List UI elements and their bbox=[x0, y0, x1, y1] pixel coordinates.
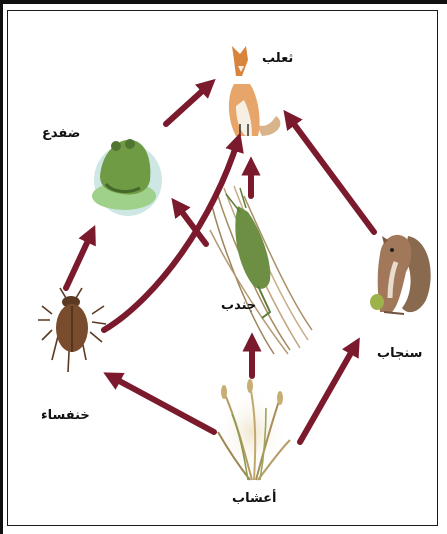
label-beetle: خنفساء bbox=[41, 408, 90, 423]
food-web-arrows bbox=[66, 84, 374, 442]
label-fox: ثعلب bbox=[262, 51, 293, 66]
label-grass: أعشاب bbox=[232, 491, 277, 506]
squirrel-illustration bbox=[370, 235, 431, 314]
label-frog: ضفدع bbox=[42, 126, 80, 141]
label-squirrel: سنجاب bbox=[377, 346, 422, 361]
arrow-grass-to-beetle bbox=[110, 376, 214, 432]
grasshopper-illustration bbox=[210, 186, 312, 354]
arrow-squirrel-to-fox bbox=[288, 116, 374, 232]
arrow-beetle-to-frog bbox=[66, 232, 92, 288]
frog-illustration bbox=[92, 139, 162, 216]
arrow-frog-to-fox bbox=[166, 84, 210, 124]
beetle-illustration bbox=[38, 288, 106, 372]
label-grasshopper: جندب bbox=[221, 298, 256, 313]
grass-illustration bbox=[216, 379, 290, 480]
arrow-grass-to-squirrel bbox=[300, 344, 356, 442]
